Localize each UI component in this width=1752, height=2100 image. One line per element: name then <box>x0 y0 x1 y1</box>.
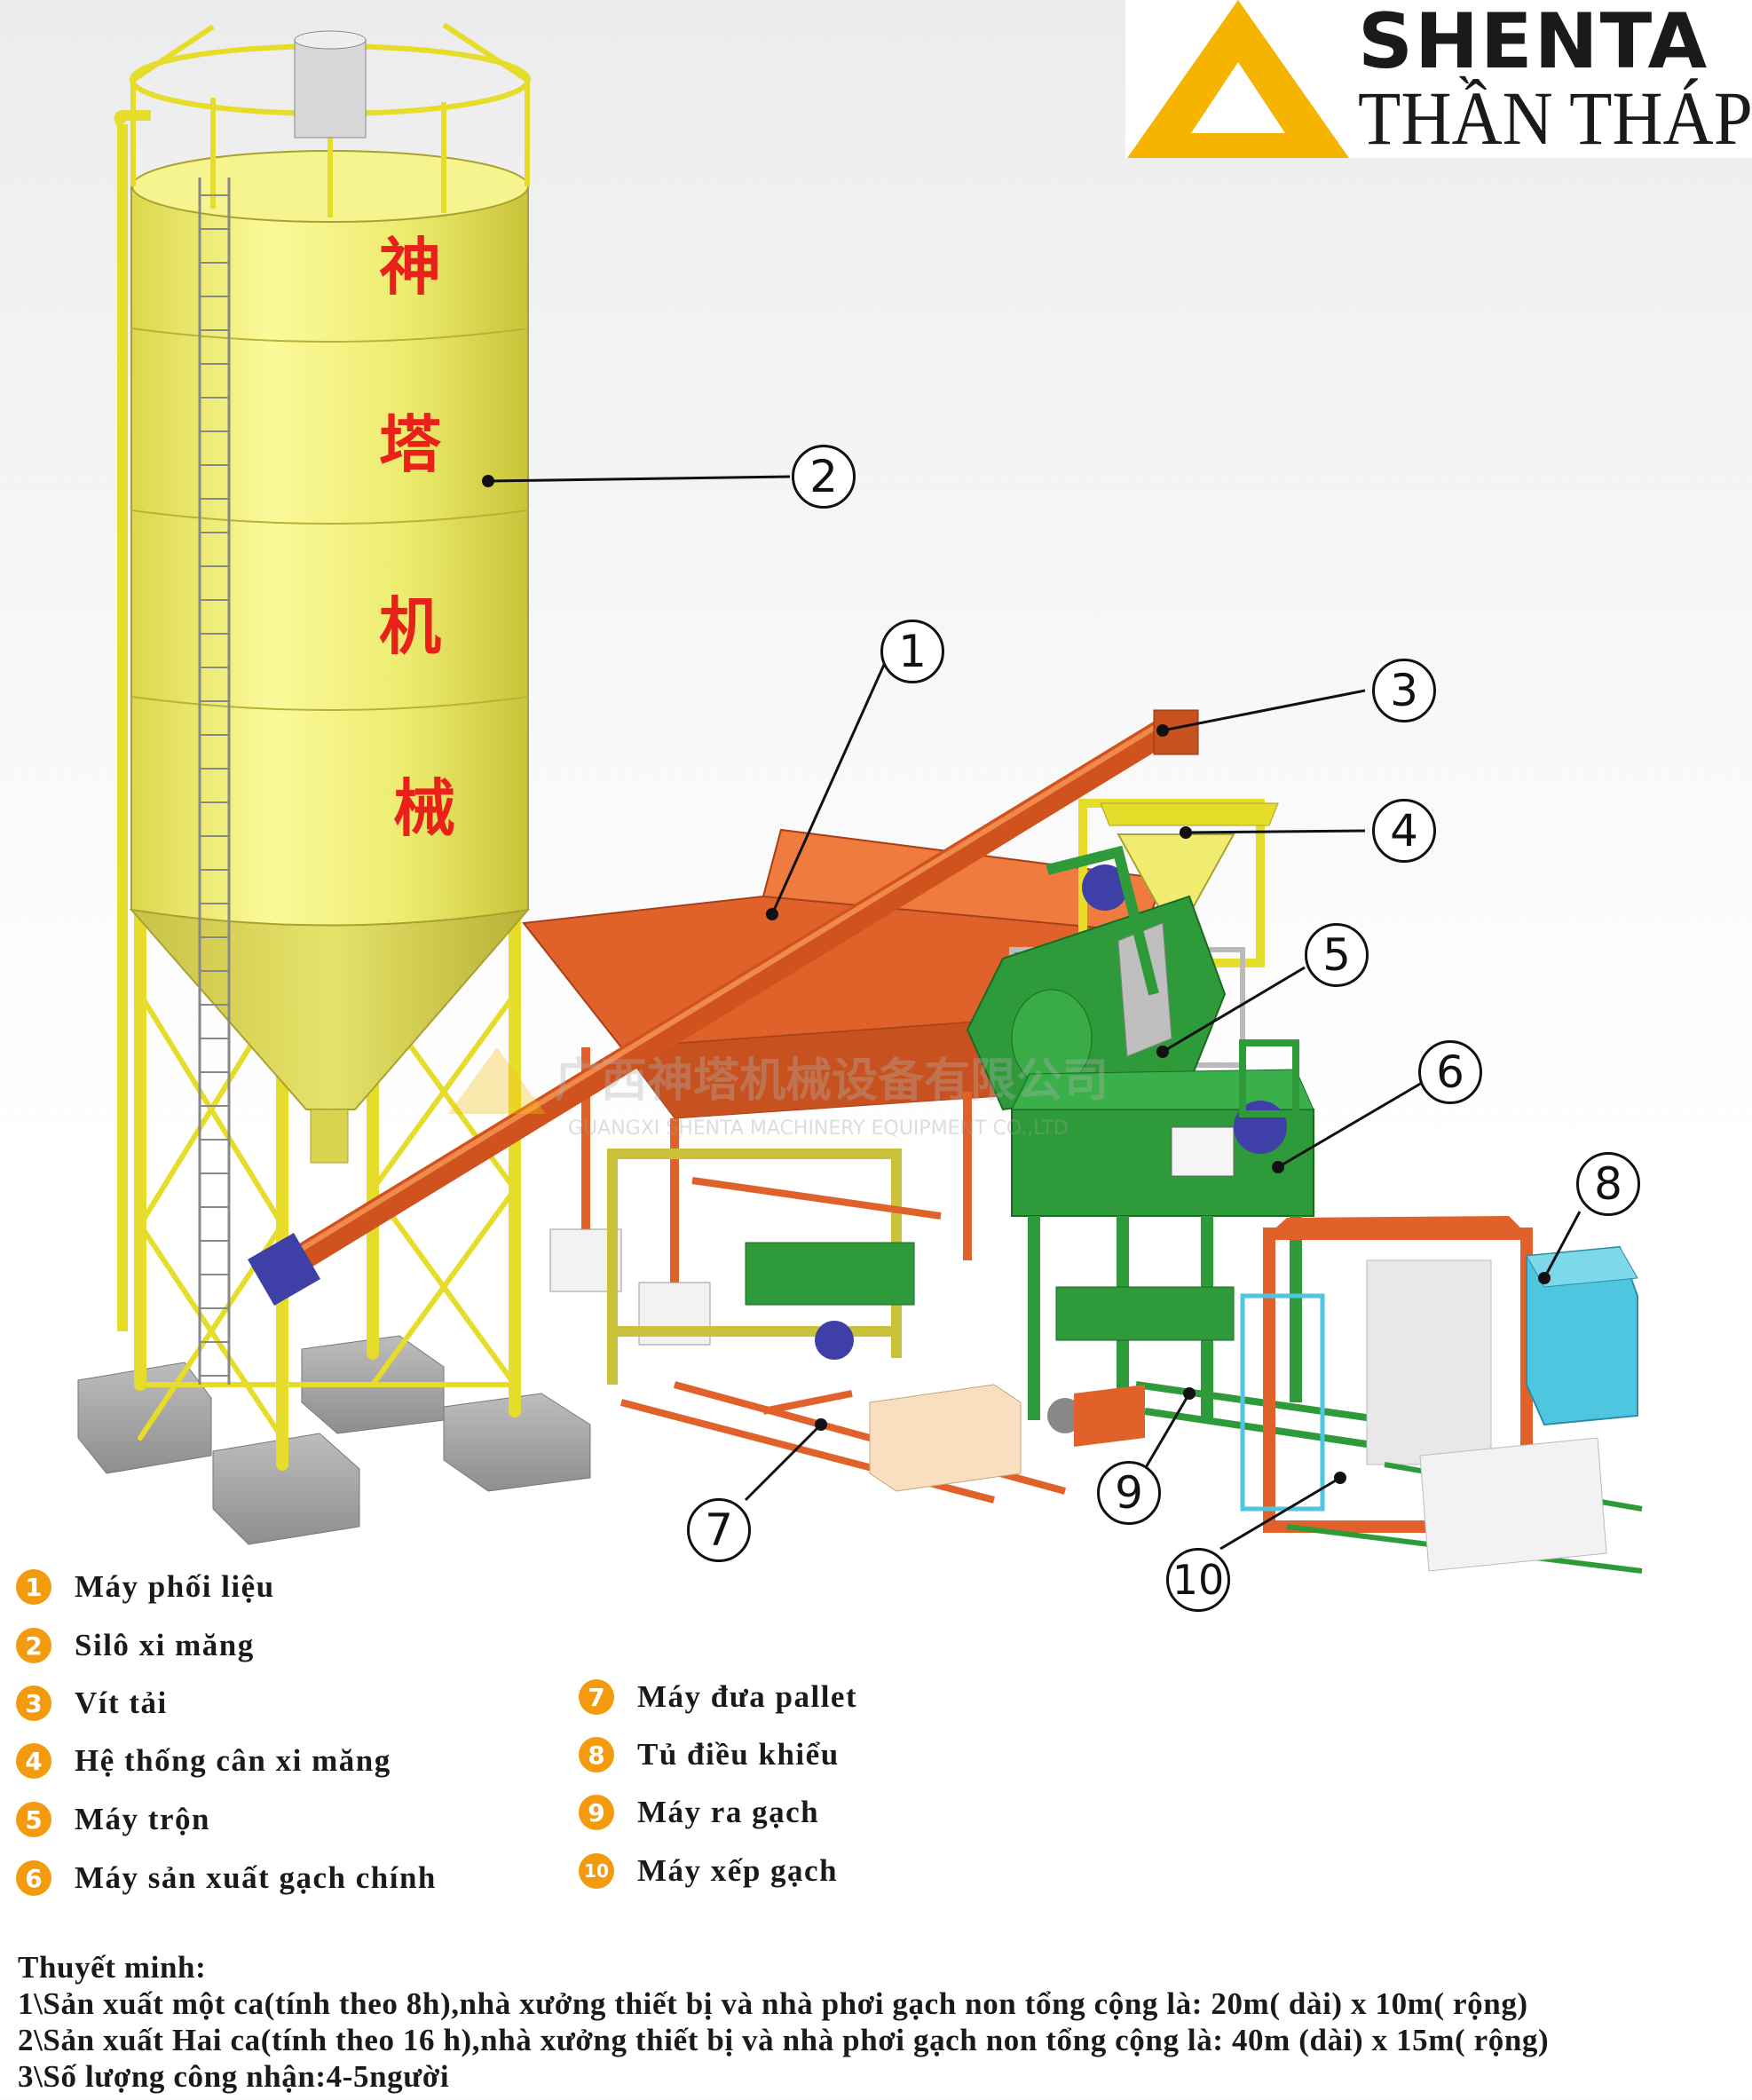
legend-label: Máy ra gạch <box>637 1795 820 1829</box>
legend-number: 4 <box>16 1743 51 1779</box>
notes-line: 3\Số lượng công nhận:4-5người <box>18 2059 450 2094</box>
silo-ladder <box>198 178 231 1385</box>
legend-label: Máy phối liệu <box>75 1569 275 1604</box>
brick-stacker <box>1240 1216 1643 1574</box>
notes-title: Thuyết minh: <box>18 1950 207 1985</box>
legend-number: 6 <box>16 1860 51 1896</box>
legend-item: 6 Máy sản xuất gạch chính <box>16 1860 437 1896</box>
leader-lines <box>487 475 1582 1551</box>
callout-2: 2 <box>792 445 856 509</box>
notes-line: 1\Sản xuất một ca(tính theo 8h),nhà xưởn… <box>18 1986 1528 2021</box>
legend-label: Tủ điều khiểu <box>637 1737 840 1772</box>
legend-label: Silô xi măng <box>75 1628 255 1662</box>
silo-char: 塔 <box>379 408 442 481</box>
legend-label: Hệ thống cân xi măng <box>75 1743 391 1778</box>
legend-label: Máy trộn <box>75 1802 210 1836</box>
legend-item: 1 Máy phối liệu <box>16 1569 275 1605</box>
silo-char: 机 <box>379 590 441 663</box>
callout-8: 8 <box>1576 1152 1640 1216</box>
legend-number: 9 <box>579 1795 614 1830</box>
legend-label: Máy sản xuất gạch chính <box>75 1860 437 1895</box>
callout-9: 9 <box>1097 1461 1161 1525</box>
callout-3: 3 <box>1372 659 1436 722</box>
legend-number: 3 <box>16 1686 51 1721</box>
callout-10: 10 <box>1166 1548 1230 1612</box>
brick-outlet-conveyor <box>1135 1381 1385 1450</box>
callout-7: 7 <box>687 1498 751 1562</box>
dust-collector <box>294 39 367 138</box>
legend-label: Máy xếp gạch <box>637 1853 839 1888</box>
pallet-stack <box>869 1384 1022 1492</box>
callout-1: 1 <box>880 620 944 683</box>
logo-subtitle: THẦN THÁP <box>1358 75 1752 161</box>
legend-item: 10 Máy xếp gạch <box>579 1853 838 1889</box>
legend-number: 2 <box>16 1628 51 1663</box>
control-cabinet <box>1526 1245 1638 1426</box>
watermark-en: GUANGXI SHENTA MACHINERY EQUIPMENT CO.,L… <box>568 1117 1069 1140</box>
legend-number: 10 <box>579 1853 614 1889</box>
callout-4: 4 <box>1372 799 1436 863</box>
silo-body <box>130 150 529 927</box>
legend-number: 1 <box>16 1569 51 1605</box>
legend-item: 4 Hệ thống cân xi măng <box>16 1743 391 1779</box>
legend-number: 5 <box>16 1802 51 1837</box>
legend-item: 5 Máy trộn <box>16 1802 210 1837</box>
legend-item: 2 Silô xi măng <box>16 1628 255 1663</box>
silo-characters: 神 塔 机 械 <box>379 231 455 845</box>
callout-5: 5 <box>1305 923 1369 987</box>
watermark-cn: 广西神塔机械设备有限公司 <box>555 1054 1109 1108</box>
main-brick-machine <box>1011 1039 1314 1438</box>
legend-label: Máy đưa pallet <box>637 1679 858 1714</box>
shenta-logo: SHENTA THẦN THÁP <box>1125 0 1752 158</box>
silo-fill-pipe <box>114 110 151 1331</box>
callout-6: 6 <box>1418 1040 1482 1104</box>
legend-item: 7 Máy đưa pallet <box>579 1679 857 1715</box>
plant-illustration: 神 塔 机 械 <box>77 22 1643 1574</box>
explanation-notes: Thuyết minh: 1\Sản xuất một ca(tính theo… <box>18 1949 1740 2095</box>
watermark: 广西神塔机械设备有限公司 GUANGXI SHENTA MACHINERY EQ… <box>448 1047 1109 1140</box>
silo-char: 神 <box>379 231 441 304</box>
legend-label: Vít tải <box>75 1686 168 1720</box>
notes-line: 2\Sản xuất Hai ca(tính theo 16 h),nhà xư… <box>18 2023 1550 2057</box>
leader-dots <box>482 475 1551 1484</box>
screw-conveyor <box>248 709 1199 1306</box>
legend-item: 3 Vít tải <box>16 1686 168 1721</box>
logo-brand: SHENTA <box>1358 0 1709 86</box>
legend-item: 8 Tủ điều khiểu <box>579 1737 840 1772</box>
legend-item: 9 Máy ra gạch <box>579 1795 819 1830</box>
legend-number: 8 <box>579 1737 614 1772</box>
logo-triangle-icon <box>1127 0 1349 158</box>
silo-char: 械 <box>393 772 455 845</box>
legend-number: 7 <box>579 1679 614 1715</box>
